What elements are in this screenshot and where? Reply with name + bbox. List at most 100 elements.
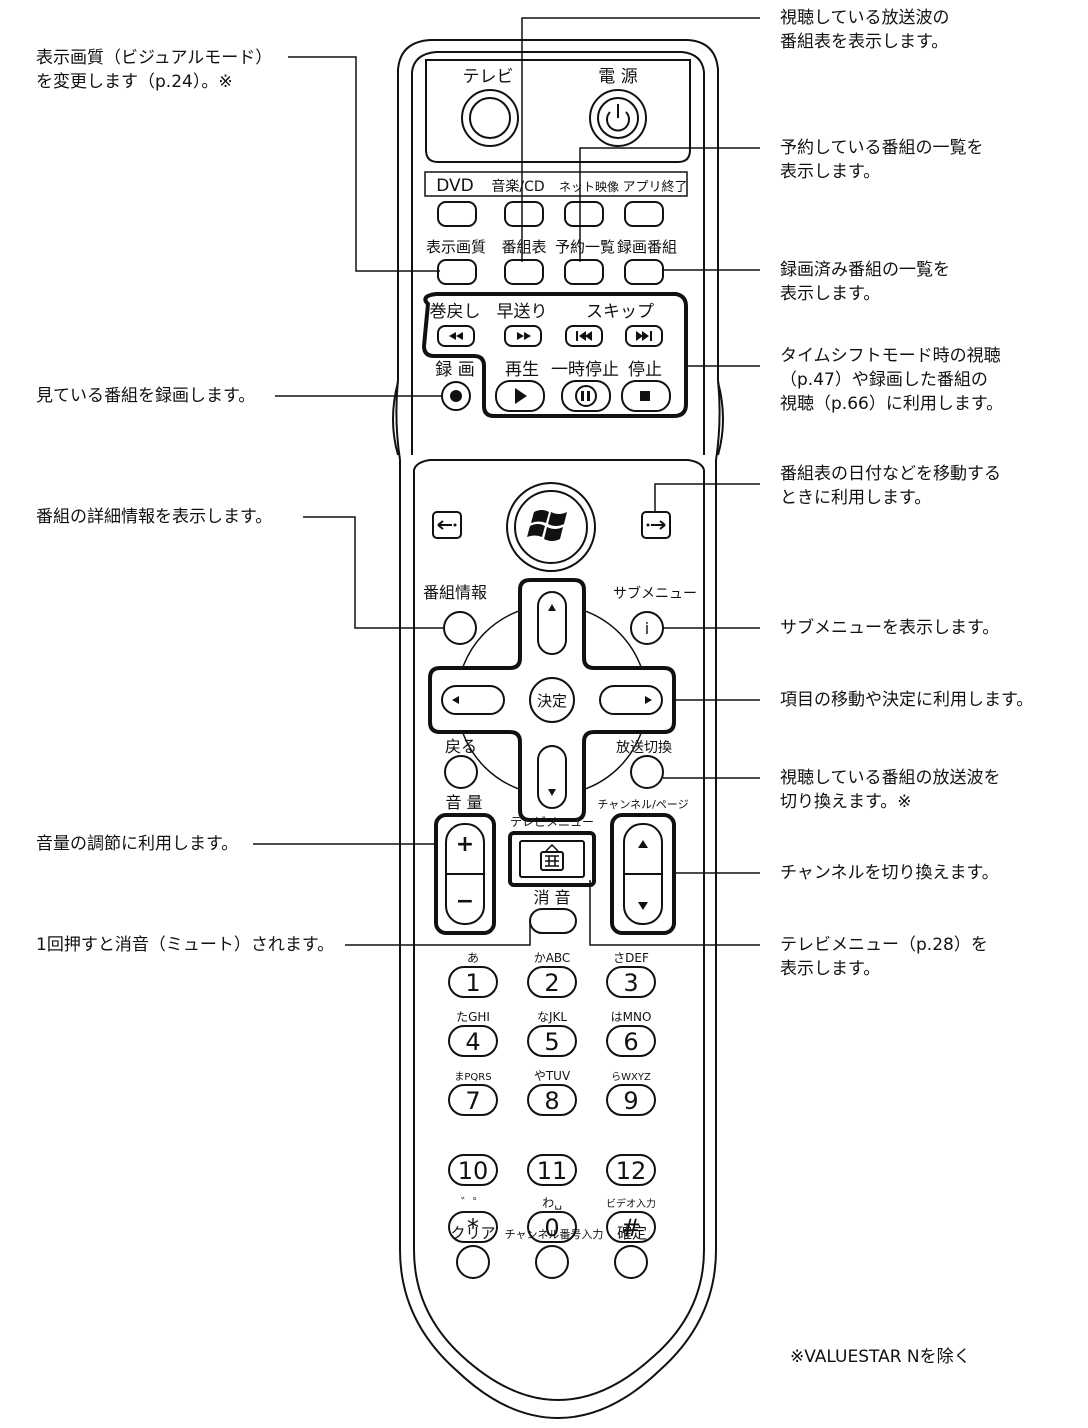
channel-up-icon: [638, 840, 648, 848]
clear-button[interactable]: [456, 1245, 490, 1279]
guide-button[interactable]: [504, 259, 544, 285]
key-number: 2: [544, 969, 559, 997]
recorded-button[interactable]: [624, 259, 664, 285]
reserve-list-button[interactable]: [564, 259, 604, 285]
key-*[interactable]: ゛゜*: [448, 1196, 498, 1243]
switch-button[interactable]: [630, 755, 664, 789]
transport-frame: [421, 292, 688, 418]
channel-page-label: チャンネル/ページ: [597, 798, 688, 811]
program-info-button[interactable]: [443, 611, 477, 645]
tv-button[interactable]: [461, 89, 519, 147]
key-number: 5: [544, 1028, 559, 1056]
channel-number-label: チャンネル番号入力: [505, 1228, 604, 1241]
recorded-label: 録画番組: [617, 238, 677, 256]
info-icon: i: [645, 619, 649, 638]
reserve-list-label: 予約一覧: [555, 238, 615, 256]
callout-line: 視聴している番組の放送波を: [780, 768, 1001, 788]
next-button[interactable]: [641, 511, 671, 539]
enter-label: 決定: [537, 692, 567, 710]
record-button[interactable]: [441, 381, 471, 411]
key-10[interactable]: 10: [448, 1154, 498, 1186]
submenu-button[interactable]: i: [630, 611, 664, 645]
key-sub-label: たGHI: [456, 1010, 490, 1024]
enter-button[interactable]: 決定: [529, 677, 575, 723]
callout-submenu: サブメニューを表示します。: [780, 618, 1000, 638]
callout-channel: チャンネルを切り換えます。: [780, 863, 999, 883]
key-sub-label: まPQRS: [454, 1071, 491, 1083]
callout-date-move: 番組表の日付などを移動する ときに利用します。: [780, 462, 1001, 510]
up-arrow-icon: [548, 604, 556, 611]
callout-visual-mode: 表示画質（ビジュアルモード） を変更します（p.24）。※: [36, 46, 272, 94]
key-sub-label: あ: [467, 951, 479, 965]
confirm-button[interactable]: [614, 1245, 648, 1279]
power-button[interactable]: [589, 89, 647, 147]
callout-guide: 視聴している放送波の 番組表を表示します。: [780, 6, 950, 54]
visual-mode-button[interactable]: [437, 259, 477, 285]
remote-lower-inner: [413, 459, 705, 1402]
callout-volume: 音量の調節に利用します。: [36, 834, 239, 854]
callout-line: 表示します。: [780, 959, 881, 979]
key-#[interactable]: ビデオ入力#: [606, 1197, 656, 1243]
channel-rocker[interactable]: [610, 813, 676, 935]
down-button[interactable]: [537, 745, 567, 809]
down-arrow-icon: [548, 789, 556, 796]
visual-mode-label: 表示画質: [426, 238, 486, 256]
callout-move-enter: 項目の移動や決定に利用します。: [780, 690, 1034, 710]
music-button[interactable]: [504, 201, 544, 227]
power-label: 電 源: [598, 67, 637, 87]
key-number: 7: [465, 1087, 480, 1115]
rewind-label: 巻戻し: [430, 302, 481, 322]
callout-line: 表示します。: [780, 162, 881, 182]
guide-label: 番組表: [501, 238, 546, 256]
up-button[interactable]: [537, 591, 567, 655]
prev-button[interactable]: [432, 511, 462, 539]
key-12[interactable]: 12: [606, 1154, 656, 1186]
channel-down-icon: [638, 902, 648, 910]
callout-mute: 1回押すと消音（ミュート）されます。: [36, 935, 335, 955]
callout-line: 切り換えます。※: [780, 792, 912, 812]
dvd-button[interactable]: [437, 201, 477, 227]
app-exit-button[interactable]: [624, 201, 664, 227]
callout-line: 視聴している放送波の: [780, 8, 950, 28]
tv-label: テレビ: [463, 67, 514, 87]
remote-body-inner: [411, 51, 705, 455]
key-number: 1: [465, 969, 480, 997]
key-number: 0: [544, 1214, 559, 1242]
volume-rocker[interactable]: + −: [434, 813, 496, 935]
net-video-label: ネット映像: [559, 180, 619, 194]
record-label: 録 画: [435, 360, 474, 380]
keypad: あ1かABC2さDEF3たGHI4なJKL5はMNO6まPQRS7やTUV8らW…: [448, 951, 656, 1243]
windows-button[interactable]: [506, 482, 596, 572]
top-row-frame: [424, 171, 688, 197]
stop-label: 停止: [628, 360, 662, 380]
back-button[interactable]: [444, 755, 478, 789]
mute-label: 消 音: [533, 888, 570, 907]
key-number: 10: [458, 1157, 489, 1185]
net-video-button[interactable]: [564, 201, 604, 227]
tv-icon: [540, 843, 564, 871]
left-button[interactable]: [441, 685, 505, 715]
ff-label: 早送り: [497, 302, 548, 322]
mute-button[interactable]: [529, 908, 577, 934]
right-button[interactable]: [599, 685, 663, 715]
callout-tv-menu: テレビメニュー（p.28）を 表示します。: [780, 933, 988, 981]
key-7[interactable]: まPQRS 7: [448, 1071, 498, 1116]
key-1[interactable]: あ1: [448, 951, 498, 998]
back-label: 戻る: [445, 737, 477, 756]
callout-line: 録画済み番組の一覧を: [780, 260, 950, 280]
key-11[interactable]: 11: [527, 1154, 577, 1186]
tv-menu-button[interactable]: [508, 831, 596, 887]
channel-number-button[interactable]: [535, 1245, 569, 1279]
callout-line: を変更します（p.24）。※: [36, 72, 233, 92]
callout-line: タイムシフトモード時の視聴: [780, 346, 1001, 366]
switch-label: 放送切換: [616, 740, 672, 756]
key-0[interactable]: わ␣0: [527, 1196, 577, 1243]
